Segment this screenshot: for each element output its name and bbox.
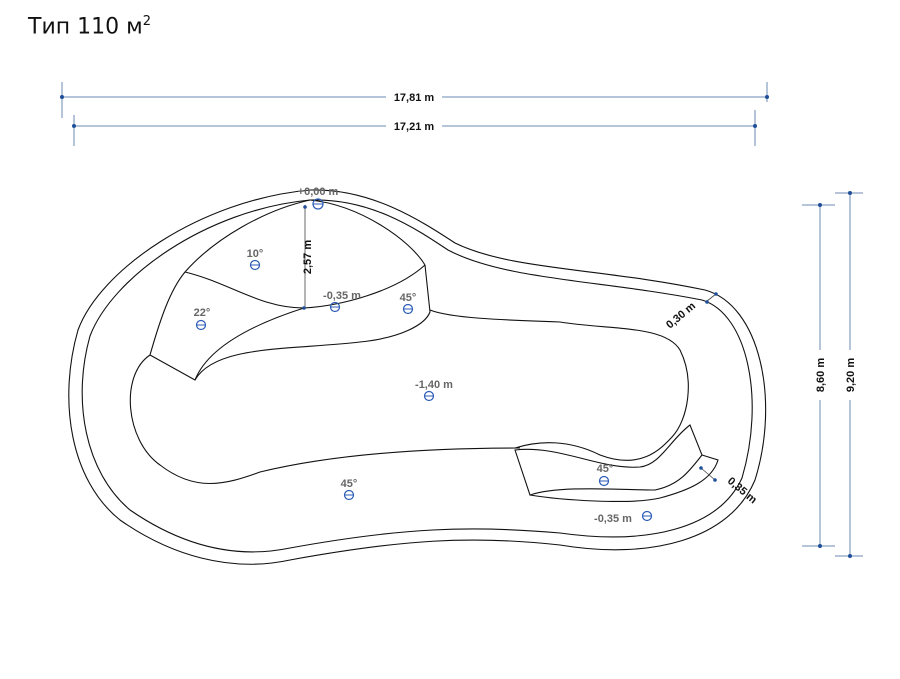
level-marker-deep: -1,40 m [415, 379, 453, 402]
lower-shelf-outline [514, 424, 703, 496]
pool-outer-edge [68, 189, 767, 565]
dimension-inner-width: 8,60 m [802, 203, 835, 548]
shelf-depth-label: 2,57 m [302, 240, 314, 274]
pool-floor-edge [129, 309, 689, 484]
slope-e-label: 45° [597, 463, 614, 475]
dimension-outer-width: 9,20 m [835, 191, 863, 558]
level-shelf-lower-label: -0,35 m [594, 513, 632, 525]
slope-marker-b: 22° [194, 307, 211, 331]
title-superscript: 2 [142, 14, 151, 29]
slope-a-label: 10° [247, 248, 264, 260]
wall-top-label: 0,30 m [664, 300, 698, 331]
upper-shelf-bump [309, 199, 426, 266]
drawing-title: Тип 110 м2 [28, 14, 151, 39]
level-marker-top: +0,00 m [298, 186, 339, 210]
outer-width-label: 9,20 m [845, 358, 857, 392]
level-shelf-upper-label: -0,35 m [323, 290, 361, 302]
pool-inner-edge [81, 199, 753, 553]
lower-shelf-inner [529, 454, 719, 502]
title-text: Тип 110 м [28, 14, 143, 40]
dimension-outer-length: 17,81 m [60, 82, 769, 118]
slope-marker-d: 45° [341, 478, 358, 501]
slope-marker-e: 45° [597, 463, 614, 487]
dimension-wall-bottom: 0,35 m [699, 466, 759, 506]
level-deep-label: -1,40 m [415, 379, 453, 391]
slope-b-label: 22° [194, 307, 211, 319]
level-top-label: +0,00 m [298, 186, 339, 198]
inner-width-label: 8,60 m [815, 358, 827, 392]
level-marker-shelf-upper: -0,35 m [323, 290, 361, 313]
dimension-inner-length: 17,21 m [72, 110, 757, 146]
outer-length-label: 17,81 m [394, 92, 435, 104]
inner-length-label: 17,21 m [394, 121, 435, 133]
slope-marker-a: 10° [247, 248, 264, 271]
upper-shelf-outline [149, 264, 431, 381]
upper-shelf-divider [194, 307, 305, 381]
slope-marker-c: 45° [400, 292, 417, 315]
dimension-shelf-depth: 2,57 m [302, 205, 314, 310]
slope-d-label: 45° [341, 478, 358, 490]
level-marker-shelf-lower: -0,35 m [594, 510, 653, 525]
slope-c-label: 45° [400, 292, 417, 304]
upper-shelf-side [149, 199, 311, 356]
